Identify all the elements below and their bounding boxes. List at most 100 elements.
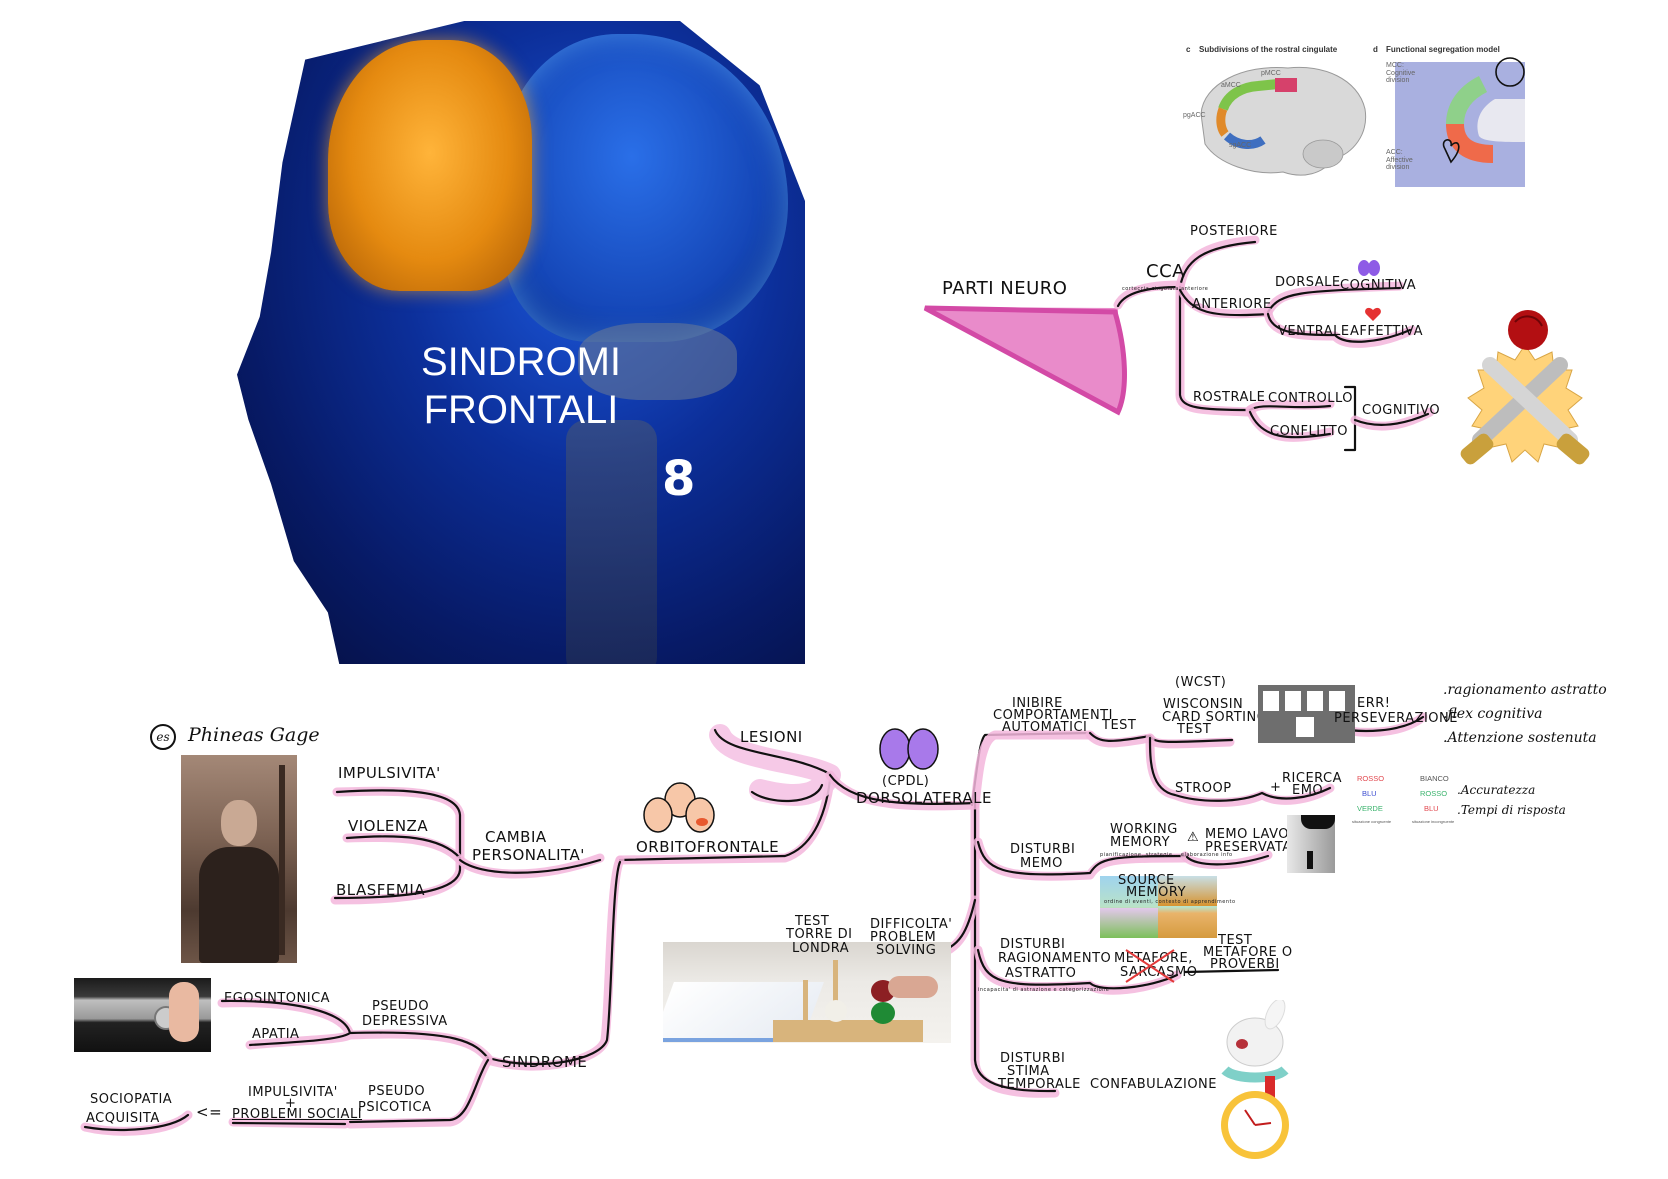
cca-node: CCA [1146,261,1185,282]
panel-c-label: c [1186,45,1191,54]
test-metafore-line3: PROVERBI [1210,957,1280,972]
difficolta-line2: PROBLEM [870,930,937,945]
crossed-out-icon [1125,949,1175,983]
orbitofrontale-node: ORBITOFRONTALE [636,838,780,856]
memo-lavoro-line1: MEMO LAVORO [1205,827,1310,842]
brain-doodle-icon [1495,57,1525,87]
pseudo-psicotica-line1: PSEUDO [368,1084,426,1099]
mcc-band [1446,75,1488,125]
err-label: ERR! [1357,696,1391,711]
source-memory-line2: MEMORY [1126,885,1187,900]
brain-rear-lobes [503,33,788,343]
disturbi-memo-line2: MEMO [1020,856,1063,871]
pseudo-depressiva-line1: PSEUDO [372,999,430,1014]
affettiva-node: AFFETTIVA [1350,324,1424,339]
wisconsin-line1: WISCONSIN [1163,697,1244,712]
personalita-label: PERSONALITA' [472,846,585,864]
disturbi-stima-line2: STIMA [1007,1064,1050,1079]
wcst-measures-list: .ragionamento astratto .flex cognitiva .… [1443,678,1607,750]
sindrome-node: SINDROME [502,1053,588,1071]
conflitto-node: CONFLITTO [1270,424,1348,439]
test-torre-line3: LONDRA [792,941,850,956]
cingulate-figure: c Subdivisions of the rostral cingulate … [1183,42,1540,187]
inibire-line1: INIBIRE [1012,696,1063,711]
cpdl-label: (CPDL) [882,774,930,789]
cognitivo-node: COGNITIVO [1362,403,1441,418]
pmcc-region [1275,78,1297,92]
lesioni-node: LESIONI [740,728,803,746]
wcst-label: (WCST) [1175,675,1227,690]
ricerca-line1: RICERCA [1282,771,1343,786]
controllo-node: CONTROLLO [1268,391,1353,406]
heart-doodle-icon [1442,139,1460,164]
es-badge: es [150,724,176,750]
panel-c-title: Subdivisions of the rostral cingulate [1199,45,1338,54]
implies-arrow: <= [196,1103,223,1121]
amcc-region [1218,79,1279,111]
stroop-node: STROOP [1175,781,1232,796]
test-torre-line1: TEST [795,914,830,929]
cover-title-line2: FRONTALI [423,388,619,432]
impulsivita-sindrome-node: IMPULSIVITA' [248,1085,338,1100]
disturbi-memo-line1: DISTURBI [1010,842,1076,857]
source-memory-note: ordine di eventi, contesto di apprendime… [1104,899,1236,905]
radio-photo [74,978,211,1052]
working-memory-line1: WORKING [1110,822,1178,837]
cingulate-diagrams [1200,57,1525,187]
cerebellum-c [1302,139,1344,169]
tower-of-london-photo [663,942,951,1043]
chapter-number: 8 [662,451,696,507]
confabulazione-node: CONFABULAZIONE [1090,1077,1217,1092]
sgacc-region [1223,132,1266,149]
rostrale-node: ROSTRALE [1193,390,1266,405]
plus-sign: + [285,1096,297,1111]
disturbi-ragionamento-line2: RAGIONAMENTO [998,951,1112,966]
cover-brain-image: SINDROMI FRONTALI 8 [237,21,805,664]
warning-icon: ⚠ [1187,830,1199,845]
puppet-hand-image [1287,815,1335,873]
spine [566,419,658,664]
wisconsin-line3: TEST [1177,722,1212,737]
ventrale-node: VENTRALE [1278,324,1350,339]
disturbi-ragionamento-line3: ASTRATTO [1005,966,1077,981]
frontal-lobe-highlight [327,40,533,292]
stroop-measure: .Accuratezza [1457,783,1536,797]
test-torre-line2: TORRE di [786,927,853,942]
disturbi-ragionamento-note: incapacita' di astrazione e categorizzaz… [978,987,1110,993]
pseudo-depressiva-line2: DEPRESSIVA [362,1014,448,1029]
panel-d-label: d [1373,45,1378,54]
difficolta-line3: SOLVING [876,943,937,958]
test-metafore-line2: METAFORE o [1203,945,1293,960]
cover-title-line1: SINDROMI [421,340,621,384]
disturbi-stima-line3: TEMPORALE [998,1077,1081,1092]
source-memory-seasons-image [1100,876,1217,938]
label-pmcc: pMCC [1261,70,1281,77]
label-sgacc: sgACC [1229,142,1252,149]
cca-note: corteccia cingolata anteriore [1122,286,1209,292]
label-pgacc: pgACC [1183,112,1206,119]
wisconsin-line2: CARD SORTING [1162,710,1268,725]
difficolta-line1: DIFFICOLTA' [870,917,953,932]
brain-purple-icon [1357,258,1381,278]
dorsolaterale-node: DORSOLATERALE [856,789,992,807]
ricerca-line2: EMO [1292,783,1324,798]
violenza-node: VIOLENZA [348,817,429,835]
source-memory-line1: SOURCE [1118,873,1175,888]
anteriore-node: ANTERIORE [1192,297,1272,312]
test-metafore-line1: TEST [1218,933,1253,948]
stroop-measure: .Tempi di risposta [1457,803,1566,817]
cambia-label: CAMBIA [485,828,547,846]
phineas-gage-photo [181,755,297,963]
egosintonica-node: EGOSINTONICA [224,991,331,1006]
sociopatia-line2: ACQUISITA [86,1111,160,1126]
wcst-measure: .flex cognitiva [1443,706,1543,722]
problemi-sociali-node: PROBLEMI SOCIALI [232,1107,363,1122]
stroop-example-image: ROSSO BLU VERDE situazione congruente BI… [1352,774,1455,824]
memo-lavoro-line2: PRESERVATA [1205,840,1292,855]
disturbi-ragionamento-line1: DISTURBI [1000,937,1066,952]
dorsale-node: DORSALE [1275,275,1341,290]
sociopatia-line1: SOCIOPATIA [90,1092,173,1107]
working-memory-line2: MEMORY [1110,835,1171,850]
